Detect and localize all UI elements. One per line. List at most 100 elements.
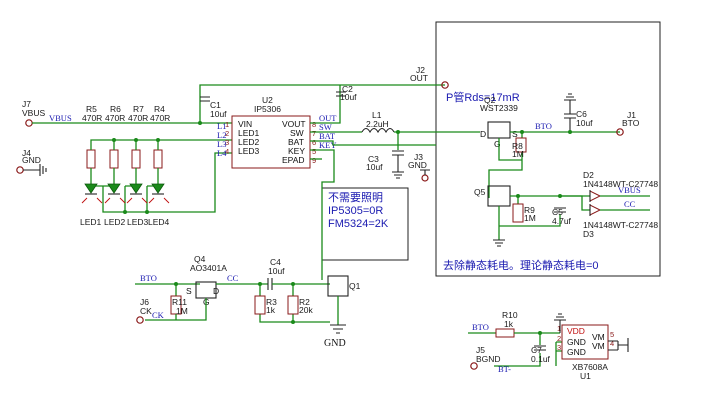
j4-name: GND [22,155,41,165]
u1-pin-gnd-b: GND [567,347,586,357]
j3-name: GND [408,160,427,170]
j6-name: CK [140,306,152,316]
q4-pin-s: S [186,286,192,296]
u2-pin1-num: 1 [225,120,229,129]
capacitor-c7[interactable]: C7 0.1uf [531,345,551,364]
led-1[interactable]: LED1 [80,183,103,227]
u2-net-l2: L2 [217,130,226,140]
r7-value: 470R [128,113,148,123]
u2-pin-epad: EPAD [282,155,305,165]
u2-net-l1: L1 [217,121,226,131]
j7-name: VBUS [22,108,45,118]
q1-ref: Q1 [349,281,361,291]
r9-value: 1M [524,213,536,223]
u2-pin8-num: 8 [312,120,316,129]
u2-net-bat: BAT [319,131,336,141]
net-label-bt-minus: BT- [498,364,511,374]
connector-j2[interactable]: J2 OUT [410,65,449,89]
r4-value: 470R [150,113,170,123]
u2-pin6-num: 6 [312,138,316,147]
l1-ref: L1 [372,110,382,120]
ic-u2-ip5306[interactable]: U2 IP5306 VIN LED1 LED2 LED3 1 2 3 4 L1 … [217,95,337,169]
u2-net-key: KEY [319,140,336,150]
resistor-r5[interactable]: R5 470R [82,104,102,169]
net-label-bto-q4: BTO [140,273,157,283]
j4-ref: J4 [22,148,31,158]
transistor-q1[interactable]: Q1 [327,275,361,297]
q2-pin-d: D [480,129,486,139]
connector-j7[interactable]: J7 VBUS VBUS [22,99,72,127]
u2-pin-led3: LED3 [238,146,260,156]
connector-j5[interactable]: J5 BGND BT- [470,345,511,374]
r2-ref: R2 [299,297,310,307]
capacitor-c3[interactable]: C3 10uf [366,150,404,179]
capacitor-c4[interactable]: C4 10uf [267,257,285,290]
inductor-l1[interactable]: L1 2.2uH [361,110,395,134]
led-2[interactable]: LED2 [104,183,126,227]
r8-ref: R8 [512,141,523,151]
net-label-vbus: VBUS [49,113,72,123]
note-p-mos: P管Rds=17mR [446,90,520,104]
c4-value: 10uf [268,266,285,276]
q2-pin-g: G [494,139,501,149]
j7-ref: J7 [22,99,31,109]
resistor-r2[interactable]: R2 20k [287,295,313,315]
resistor-r3[interactable]: R3 1k [254,295,277,315]
ic-u1-xb7608a[interactable]: VDD GND GND 1 2 3 VM VM 5 4 XB7608A U1 [557,324,614,381]
resistor-r7[interactable]: R7 470R [128,104,148,169]
diode-d3[interactable]: 1N4148WT-C27748 D3 CC [583,199,658,239]
capacitor-c1[interactable]: C1 10uf [200,96,227,119]
connector-j4[interactable]: J4 GND [16,148,47,176]
c6-value: 10uf [576,118,593,128]
resistor-r8[interactable]: R8 1M [512,137,527,159]
d2-ref: D2 [583,170,594,180]
u2-pin-sw: SW [290,128,304,138]
c2-ref: C2 [342,84,353,94]
u1-pin2-num: 2 [557,334,561,343]
u2-pin3-num: 3 [225,138,229,147]
r6-value: 470R [105,113,125,123]
resistor-r4[interactable]: R4 470R [150,104,170,169]
q4-pin-d: D [213,286,219,296]
r6-ref: R6 [110,104,121,114]
net-label-d2: VBUS [618,185,641,195]
j5-name: BGND [476,354,501,364]
capacitor-c5[interactable]: C5 4.7uf [552,207,572,226]
connector-j6[interactable]: J6 CK CK [136,297,165,324]
u2-pin-led1: LED1 [238,128,260,138]
c3-ref: C3 [368,154,379,164]
led2-label: LED2 [104,217,126,227]
u1-pin5-num: 5 [610,330,614,339]
c5-value: 4.7uf [552,216,572,226]
led-4[interactable]: LED4 [148,183,170,227]
r5-ref: R5 [86,104,97,114]
u2-ref: U2 [262,95,273,105]
capacitor-c6[interactable]: C6 10uf [564,93,593,132]
capacitor-c2[interactable]: C2 10uf [336,84,357,102]
note-lighting-3: FM5324=2K [328,218,389,230]
resistor-r11[interactable]: R11 1M [170,295,188,316]
led3-label: LED3 [127,217,149,227]
u1-pin-vm-a: VM [592,332,605,342]
net-label-d3: CC [624,199,636,209]
led-3[interactable]: LED3 [126,183,149,227]
diode-d2[interactable]: D2 1N4148WT-C27748 VBUS [583,170,658,202]
c6-ref: C6 [576,109,587,119]
resistor-r6[interactable]: R6 470R [105,104,125,169]
c4-ref: C4 [270,257,281,267]
connector-j3[interactable]: J3 GND [408,152,430,182]
j1-ref: J1 [627,110,636,120]
u1-pin-gnd-a: GND [567,337,586,347]
q5-ref: Q5 [474,187,486,197]
u2-pin-vin: VIN [238,119,252,129]
resistor-r9[interactable]: R9 1M [512,203,536,223]
transistor-q5[interactable]: Q5 [474,185,511,207]
net-label-bto-top: BTO [535,121,552,131]
l1-value: 2.2uH [366,119,389,129]
u1-pin-vdd: VDD [567,326,585,336]
r7-ref: R7 [133,104,144,114]
u1-part: XB7608A [572,362,608,372]
note-lighting-1: 不需要照明 [328,191,383,204]
connector-j1[interactable]: J1 BTO [616,110,640,136]
